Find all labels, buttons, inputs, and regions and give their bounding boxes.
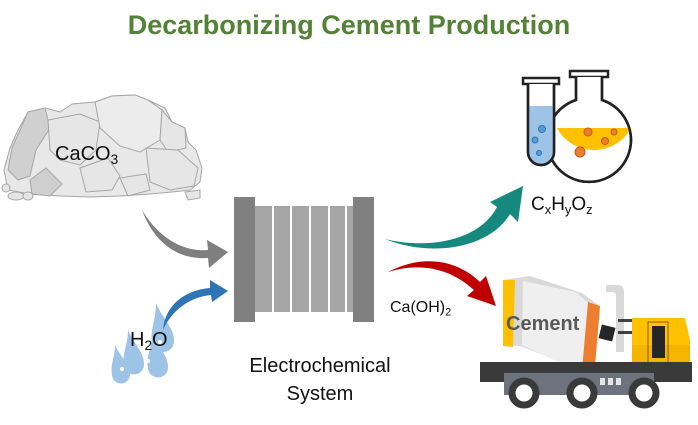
fuel-h: H (551, 194, 565, 215)
cement-truck-icon (480, 276, 692, 409)
limestone-rocks-icon (1, 94, 203, 201)
hydroxide-label: Ca(OH)2 (390, 299, 451, 318)
limestone-subscript: 3 (110, 152, 119, 168)
limestone-arrow (142, 210, 228, 268)
cement-label: Cement (506, 313, 580, 335)
water-formula-h: H (130, 329, 145, 351)
water-subscript: 2 (144, 338, 153, 354)
diagram-title: Decarbonizing Cement Production (127, 10, 571, 40)
hydroxide-arrow (388, 261, 496, 306)
system-label-line1: Electrochemical (249, 355, 391, 377)
electrochemical-stack-icon (234, 197, 374, 322)
fuel-sub-x: x (544, 201, 552, 217)
system-label-line2: System (286, 383, 354, 405)
water-formula-o: O (152, 329, 168, 351)
limestone-label: CaCO3 (55, 143, 118, 167)
lab-flasks-icon (521, 69, 633, 184)
system-label: Electrochemical System (210, 352, 430, 408)
fuel-sub-z: z (586, 201, 593, 217)
water-drops-icon (111, 303, 175, 384)
water-label: H2O (130, 329, 168, 353)
fuel-label: CxHyOz (531, 194, 593, 217)
limestone-formula: CaCO (55, 143, 111, 165)
water-arrow (163, 280, 228, 330)
hydroxide-formula: Ca(OH) (390, 299, 446, 316)
fuel-o: O (571, 194, 587, 215)
fuel-sub-y: y (564, 201, 572, 217)
fuel-c: C (531, 194, 545, 215)
fuel-arrow (385, 186, 523, 249)
hydroxide-subscript: 2 (445, 306, 452, 319)
